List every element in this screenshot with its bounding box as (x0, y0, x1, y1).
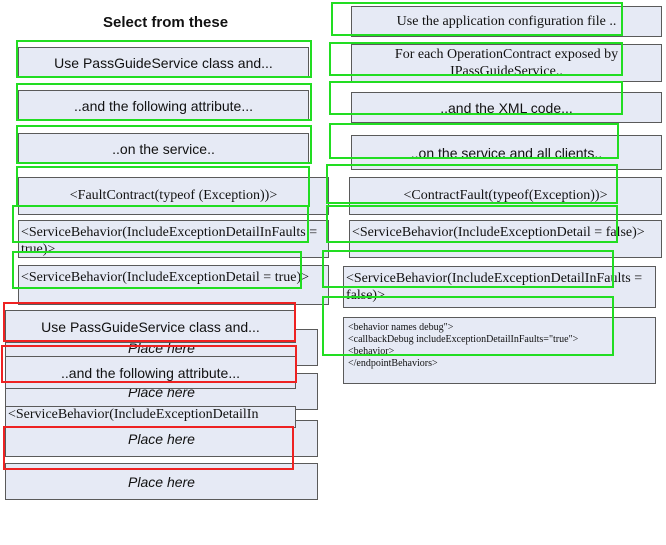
option-servicebehavior-detail-false[interactable]: <ServiceBehavior(IncludeExceptionDetail … (349, 220, 662, 258)
option-use-app-config-label: Use the application configuration file .… (396, 13, 617, 29)
option-use-passguide-class[interactable]: Use PassGuideService class and... (18, 47, 309, 78)
option-faultcontract[interactable]: <FaultContract(typeof (Exception))> (18, 177, 329, 215)
option-xml-behavior-snippet[interactable]: <behavior names debug"> <callbackDebug i… (343, 317, 656, 384)
placed-following-attribute[interactable]: ..and the following attribute... (5, 356, 296, 389)
option-servicebehavior-infaults-false[interactable]: <ServiceBehavior(IncludeExceptionDetailI… (343, 266, 656, 308)
option-contractfault[interactable]: <ContractFault(typeof(Exception))> (349, 177, 662, 215)
page-title: Select from these (103, 14, 229, 31)
placed-use-passguide-class[interactable]: Use PassGuideService class and... (5, 310, 296, 343)
answer-slot-4[interactable]: Place here (5, 463, 318, 500)
option-use-app-config[interactable]: Use the application configuration file .… (351, 6, 662, 37)
xml-line-endpointbehaviors: </endpointBehaviors> (348, 358, 438, 369)
option-servicebehavior-detail-true[interactable]: <ServiceBehavior(IncludeExceptionDetail … (18, 265, 329, 305)
xml-line-behavior: <behavior names debug"> (348, 322, 454, 333)
option-on-the-service[interactable]: ..on the service.. (18, 133, 309, 164)
placed-servicebehavior-infaults[interactable]: <ServiceBehavior(IncludeExceptionDetailI… (5, 406, 296, 428)
option-servicebehavior-infaults-true[interactable]: <ServiceBehavior(IncludeExceptionDetailI… (18, 220, 329, 258)
answer-slot-4-placeholder: Place here (128, 473, 195, 490)
option-xml-code[interactable]: ..and the XML code... (351, 92, 662, 123)
answer-slot-3-placeholder: Place here (128, 430, 195, 447)
xml-line-callbackdebug: <callbackDebug includeExceptionDetailInF… (348, 334, 579, 345)
option-service-and-clients[interactable]: ..on the service and all clients.. (351, 135, 662, 170)
option-following-attribute[interactable]: ..and the following attribute... (18, 90, 309, 121)
xml-line-behavior-close: <behavior> (348, 346, 395, 357)
answer-slot-1-placeholder: Place here (128, 339, 195, 356)
option-each-operationcontract[interactable]: For each OperationContract exposed by IP… (351, 44, 662, 82)
